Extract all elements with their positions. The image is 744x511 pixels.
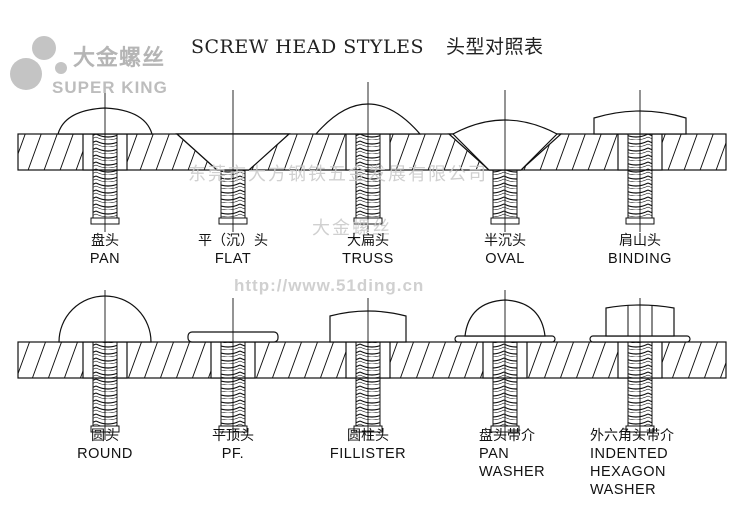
- watermark-brand: 大金螺丝: [312, 218, 392, 239]
- row-1: [17, 82, 727, 232]
- head-label-en: OVAL: [485, 251, 525, 267]
- head-label-en: ROUND: [77, 446, 133, 462]
- head-label-cn: 盘头带介: [479, 428, 535, 444]
- screw-flat: [175, 90, 291, 232]
- page-title: SCREW HEAD STYLES 头型对照表: [191, 32, 543, 59]
- head-label-cn: 半沉头: [484, 233, 526, 249]
- head-label-cn: 盘头: [91, 233, 119, 249]
- head-label-en: TRUSS: [342, 251, 394, 267]
- head-label-cn: 肩山头: [618, 233, 661, 249]
- screw-oval: [447, 90, 563, 232]
- head-label-en: FLAT: [214, 251, 252, 267]
- head-label: 平（沉）头 FLAT: [198, 232, 268, 268]
- screw-pan: [57, 90, 153, 232]
- logo-mark-icon: [10, 36, 67, 90]
- head-label: 圆柱头 FILLISTER: [330, 427, 406, 463]
- head-label-cn: 大扁头: [347, 233, 389, 249]
- head-label-cn: 圆柱头: [347, 428, 389, 444]
- head-label: 盘头 PAN: [90, 232, 120, 268]
- head-label: 圆头 ROUND: [77, 427, 133, 463]
- head-label-cn: 平顶头: [212, 428, 254, 444]
- head-label: 外六角头带介 INDENTED HEXAGON WASHER: [590, 427, 674, 499]
- brand-logo: 大金螺丝 SUPER KING: [6, 30, 206, 106]
- screw-panwasher: [454, 290, 556, 440]
- screw-hexwasher: [589, 298, 691, 440]
- head-label-en: PAN: [479, 446, 510, 462]
- head-label-en: FILLISTER: [329, 446, 407, 462]
- head-label-en: WASHER: [479, 464, 546, 480]
- head-label-cn: 平（沉）头: [198, 233, 268, 249]
- head-label: 肩山头 BINDING: [608, 232, 672, 268]
- head-label: 平顶头 PF.: [212, 427, 254, 463]
- screw-truss: [314, 82, 422, 232]
- head-label-en: PAN: [89, 251, 121, 267]
- screw-pf: [187, 298, 279, 440]
- screw-fillister: [329, 298, 407, 440]
- head-label-en: INDENTED: [590, 446, 669, 462]
- head-label: 半沉头 OVAL: [484, 232, 526, 268]
- head-label-cn: 圆头: [90, 428, 119, 444]
- head-label: 大扁头 TRUSS: [342, 232, 394, 268]
- head-label-en: PF.: [221, 446, 245, 462]
- head-label-cn: 外六角头带介: [590, 428, 674, 444]
- title-english: SCREW HEAD STYLES: [191, 36, 424, 58]
- head-label-en: BINDING: [608, 251, 672, 267]
- title-chinese: 头型对照表: [445, 36, 544, 58]
- watermark-url: http://www.51ding.cn: [234, 276, 425, 295]
- screw-round: [58, 290, 152, 440]
- row-2: [17, 290, 727, 440]
- screw-binding: [593, 90, 687, 232]
- logo-english-name: SUPER KING: [52, 78, 168, 97]
- watermark-company: 东莞市大方钢铁五金发展有限公司: [188, 164, 488, 185]
- head-label-en: WASHER: [590, 482, 657, 498]
- logo-chinese-name: 大金螺丝: [73, 46, 166, 71]
- head-label: 盘头带介 PAN WASHER: [479, 427, 545, 481]
- head-label-en: HEXAGON: [590, 464, 667, 480]
